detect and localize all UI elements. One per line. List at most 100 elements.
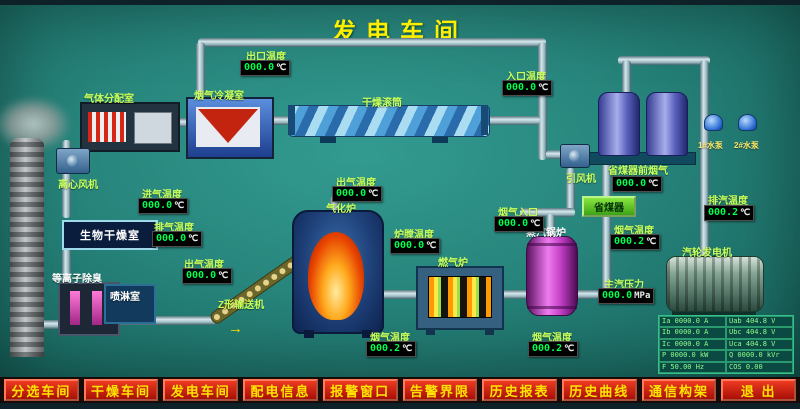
pipe [498, 290, 528, 299]
fluegas-inlet-value: 000.0℃ [494, 216, 545, 232]
steam-boiler [526, 236, 578, 316]
condenser-label: 烟气冷凝室 [194, 91, 244, 102]
gasfurnace-fluegas-label: 烟气温度 [370, 333, 410, 344]
economizer-out-label: 烟气温度 [614, 226, 654, 237]
fluegas-inlet-label: 烟气入口 [498, 208, 538, 219]
pipe [618, 56, 710, 65]
condenser-funnel [198, 109, 258, 143]
pipe [546, 150, 564, 159]
pipe [116, 316, 216, 325]
gasifier-outlet-temp-value: 000.0℃ [332, 186, 383, 202]
boiler-label: 蒸汽锅炉 [526, 228, 566, 239]
drum-support [432, 134, 448, 143]
plasma-label: 等离子除臭 [52, 274, 102, 285]
pipe [330, 196, 339, 214]
table-cell: Ubc 404.8 V [726, 327, 793, 339]
distribution-panel [134, 112, 172, 144]
pipe [486, 116, 540, 125]
condenser-window [196, 107, 260, 147]
turbine-generator [666, 256, 764, 312]
induced-draft-fan-icon [560, 144, 590, 168]
pipe [520, 208, 575, 217]
nav-history-curve[interactable]: 历史曲线 [561, 379, 637, 401]
turbine-base [672, 309, 756, 315]
plasma-tube [70, 291, 80, 325]
pipe [268, 116, 290, 125]
economizer-button: 省煤器 [582, 196, 636, 217]
gasifier-outlet-temp-label: 出气温度 [336, 178, 376, 189]
boiler-fluegas-label: 烟气温度 [532, 333, 572, 344]
left-exhaust-temp-label: 排气温度 [154, 223, 194, 234]
centrifugal-fan-label: 离心风机 [58, 180, 98, 191]
bio-drying-room: 生物干燥室 [62, 220, 158, 250]
gas-distribution-chamber [80, 102, 180, 152]
nav-power-workshop[interactable]: 发电车间 [163, 379, 239, 401]
left-outlet-temp-label: 出气温度 [184, 260, 224, 271]
nav-distribution-info[interactable]: 配电信息 [243, 379, 318, 401]
pipe [378, 290, 418, 299]
left-intake-temp-label: 进气温度 [142, 190, 182, 201]
pipe [538, 42, 547, 160]
gas-furnace [416, 266, 504, 335]
furnace-temp-label: 炉膛温度 [394, 230, 434, 241]
nav-history-report[interactable]: 历史报表 [482, 379, 557, 401]
gasifier-label: 气化炉 [326, 204, 356, 215]
bottom-nav-bar: 分选车间 干燥车间 发电车间 配电信息 报警窗口 告警界限 历史报表 历史曲线 … [0, 377, 800, 403]
flue-gas-condenser [186, 97, 274, 159]
gasifier-flame [308, 232, 364, 320]
nav-sorting-workshop[interactable]: 分选车间 [4, 379, 79, 401]
pipe [196, 42, 205, 98]
pipe [176, 118, 188, 127]
fan-hub-icon [67, 155, 79, 167]
pipe [622, 60, 631, 94]
water-tank [646, 92, 688, 156]
gas-furnace-leg [485, 328, 494, 335]
distribution-stripes [88, 112, 126, 142]
nav-alarm-limits[interactable]: 告警界限 [402, 379, 478, 401]
gasfurnace-fluegas-value: 000.2℃ [366, 341, 417, 357]
centrifugal-fan-icon [56, 148, 90, 174]
conveyor-label: Z形输送机 [218, 300, 265, 311]
pump2-label: 2#水泵 [734, 141, 759, 150]
gas-distribution-label: 气体分配室 [84, 94, 134, 105]
pump1-label: 1#水泵 [698, 141, 723, 150]
drum-cap-left [288, 105, 295, 135]
pipe [602, 158, 611, 298]
nav-alarm-window[interactable]: 报警窗口 [322, 379, 398, 401]
economizer-front-label: 省煤器前烟气 [608, 166, 668, 177]
table-cell: Q 0000.0 kVr [726, 350, 793, 362]
nav-comm-structure[interactable]: 通信构架 [641, 379, 717, 401]
economizer-front-value: 000.0℃ [612, 176, 663, 192]
table-cell: F 50.00 Hz [659, 361, 726, 373]
left-exhaust-temp-value: 000.0℃ [152, 231, 203, 247]
table-cell: Ia 0000.0 A [659, 316, 726, 328]
nav-drying-workshop[interactable]: 干燥车间 [83, 379, 159, 401]
top-outlet-temp-label: 出口温度 [246, 52, 286, 63]
stack-temp-label: 排汽温度 [708, 196, 748, 207]
economizer-out-value: 000.2℃ [610, 234, 661, 250]
gasifier-leg [304, 330, 314, 338]
top-inlet-temp-value: 000.0℃ [502, 80, 553, 96]
drying-drum [288, 105, 490, 137]
table-cell: Uca 404.8 V [726, 338, 793, 351]
nav-exit[interactable]: 退 出 [721, 379, 797, 401]
water-pump-1-icon [704, 114, 723, 131]
pipe [198, 38, 546, 47]
generator-data-table: Ia 0000.0 A Uab 404.8 V Ib 0000.0 A Ubc … [658, 315, 794, 374]
gas-furnace-label: 燃气炉 [438, 258, 468, 269]
fan-hub-icon [569, 150, 581, 162]
conveyor-arrow-icon: → [228, 320, 243, 337]
stack-temp-value: 000.2℃ [704, 205, 755, 221]
gasifier-leg [362, 330, 372, 338]
pipe [700, 60, 709, 258]
pipe [62, 140, 71, 218]
left-outlet-temp-value: 000.0℃ [182, 268, 233, 284]
table-cell: Uab 404.8 V [726, 316, 793, 328]
left-intake-temp-value: 000.0℃ [138, 198, 189, 214]
pipe [566, 168, 575, 212]
boiler-fluegas-value: 000.2℃ [528, 341, 579, 357]
gasifier-furnace [292, 210, 384, 338]
drum-label: 干燥滚筒 [362, 98, 402, 109]
water-tank [598, 92, 640, 156]
